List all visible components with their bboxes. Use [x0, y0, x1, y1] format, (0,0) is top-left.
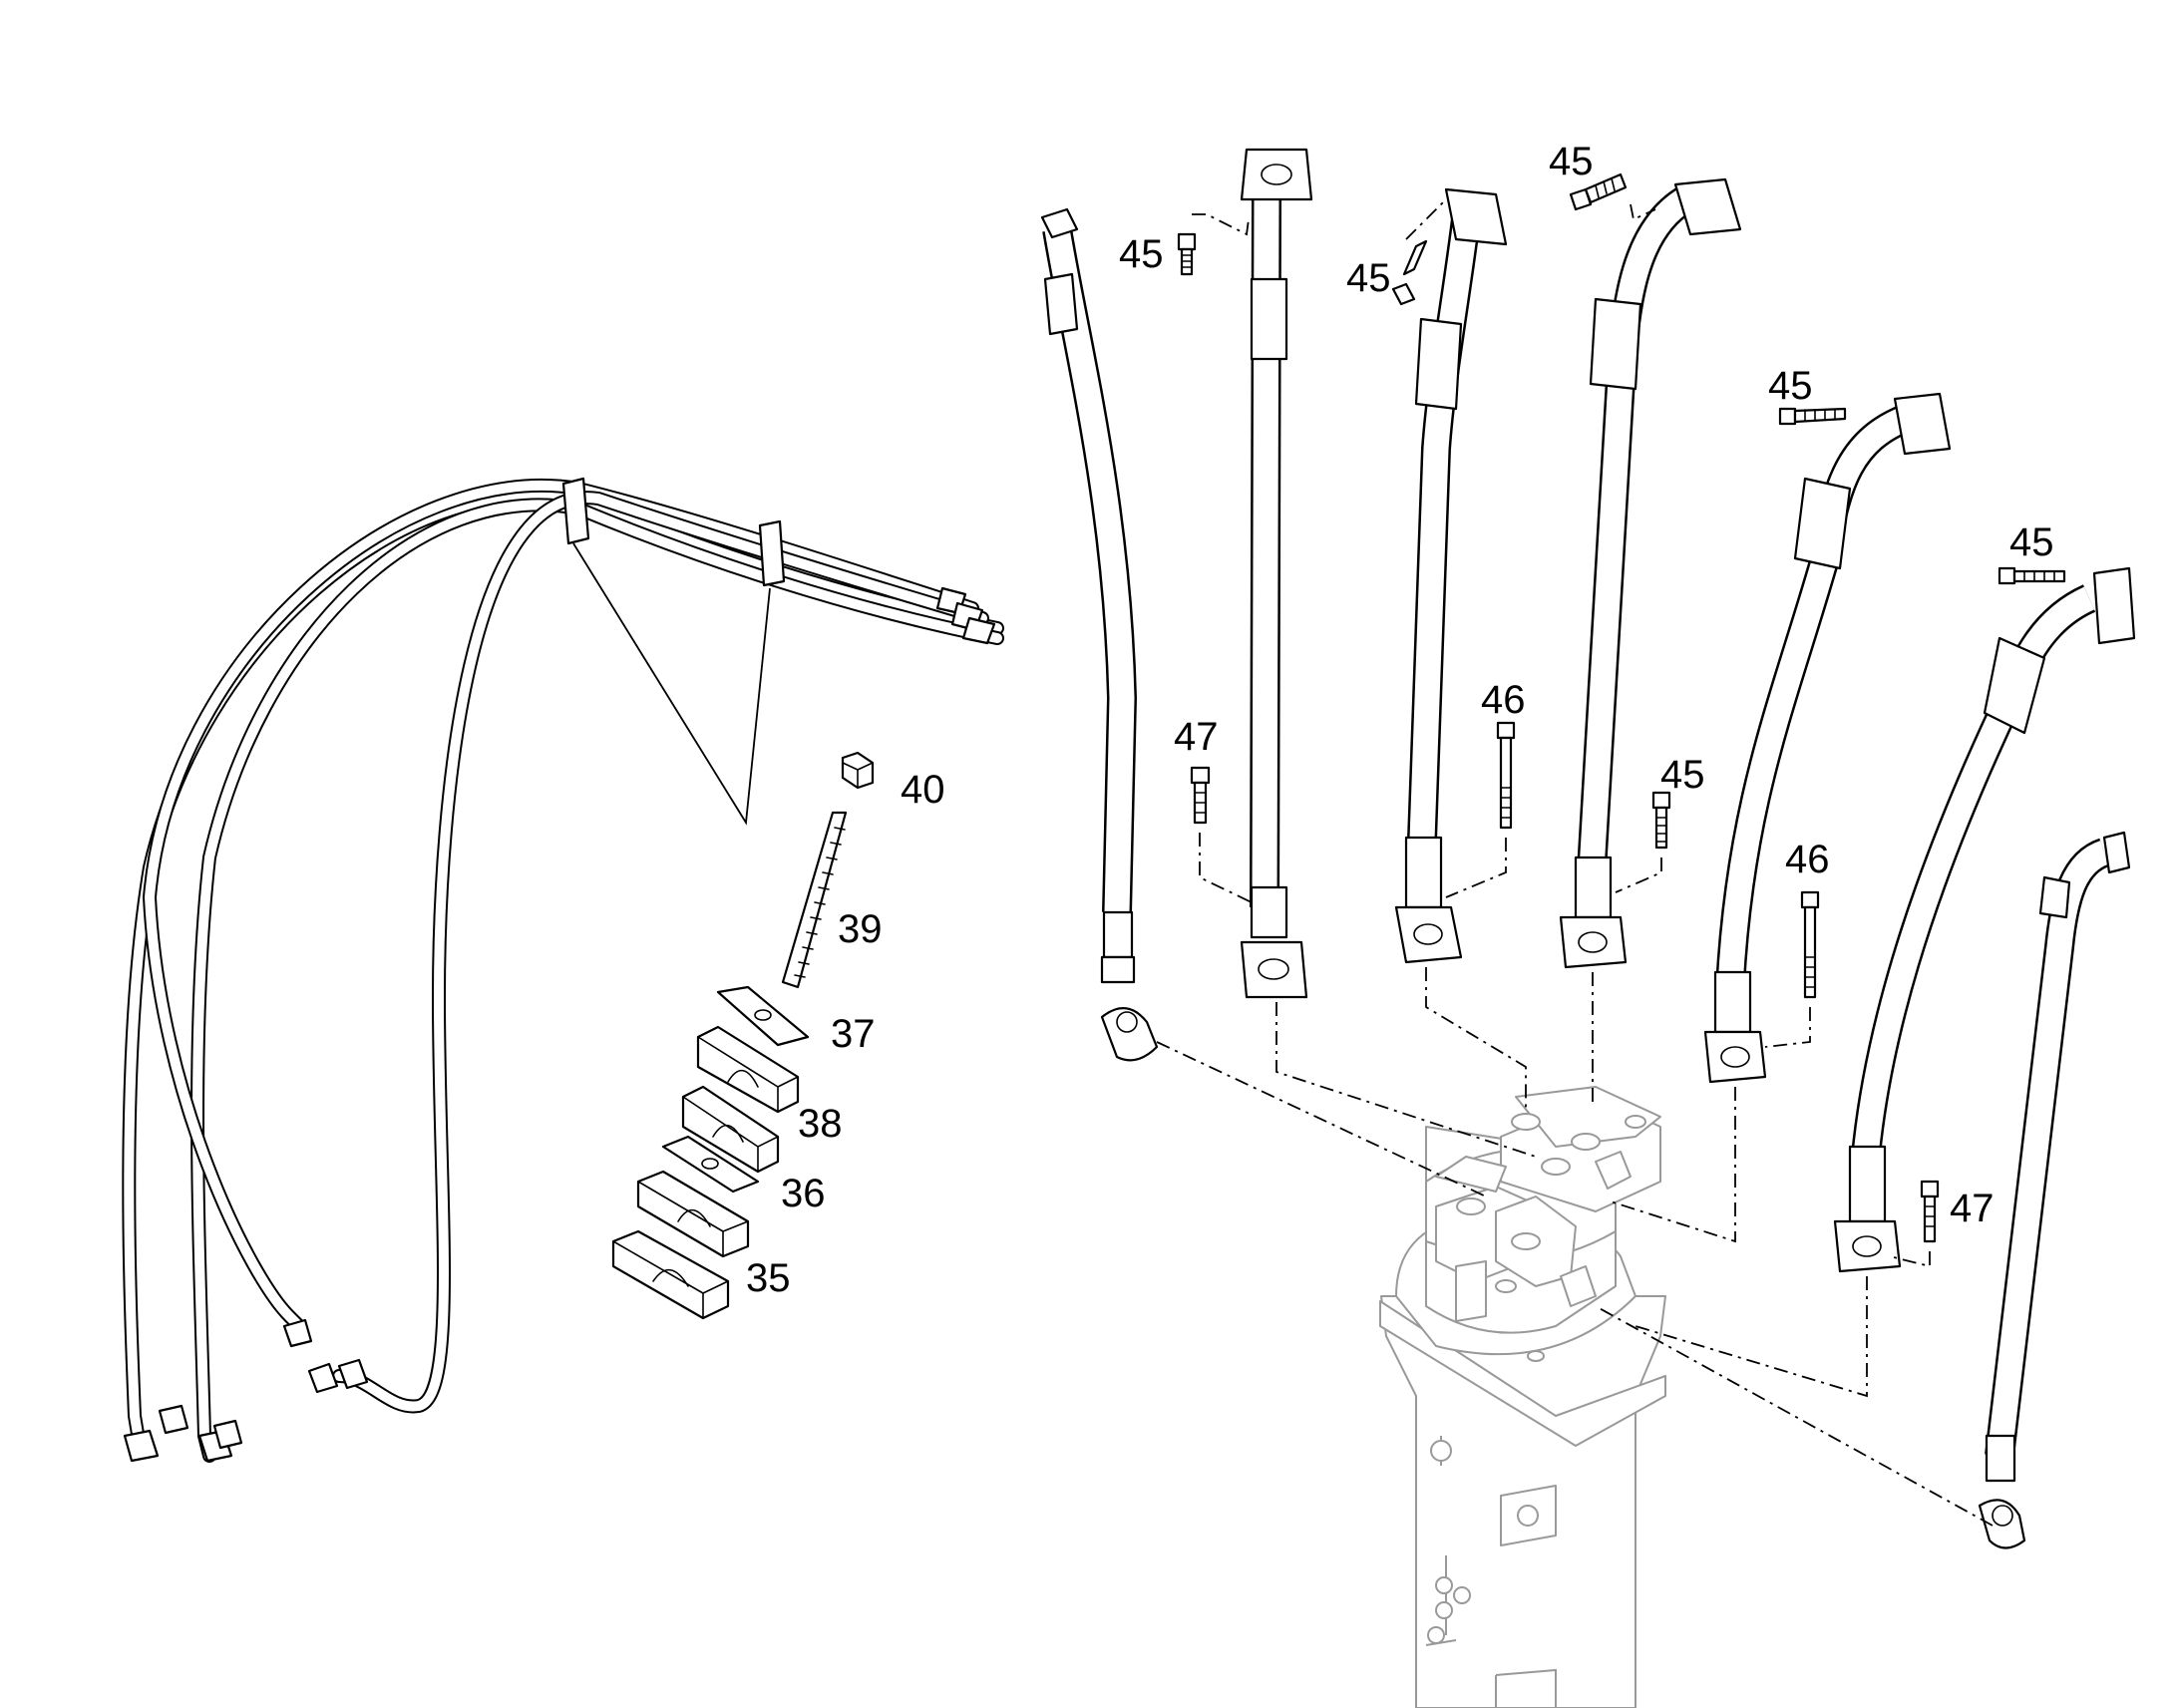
threaded-rod-part-39 [781, 811, 848, 989]
bolt-46-a [1496, 721, 1516, 830]
assembly-dashed-lines [1156, 198, 1994, 1527]
swivel-joint-housing [1379, 1086, 1666, 1708]
bolt-45-d [1778, 407, 1847, 426]
bolt-45-b [1391, 239, 1428, 306]
callout-38: 38 [798, 1102, 843, 1146]
callout-45-f: 45 [1660, 753, 1705, 797]
clamp-half-part-38 [681, 1025, 800, 1174]
callout-45-c: 45 [1549, 140, 1594, 183]
hose-5 [1703, 392, 1952, 1084]
clamp-half-part-35 [611, 1229, 730, 1320]
hose-6 [1833, 566, 2136, 1273]
clamp-leader-lines [572, 542, 771, 826]
callout-45-e: 45 [2009, 520, 2054, 564]
clamp-half-part-36 [636, 1170, 750, 1258]
callout-46-a: 46 [1481, 678, 1526, 722]
bolt-45-c [1569, 172, 1628, 211]
hose-3 [1394, 187, 1508, 964]
bolt-46-b [1800, 890, 1820, 999]
hose-bundle-long [122, 477, 1004, 1463]
callout-40: 40 [901, 768, 945, 812]
callout-39: 39 [838, 907, 883, 951]
hose-4 [1559, 177, 1742, 969]
callout-45-d: 45 [1768, 364, 1813, 408]
clamp-nut-part-40 [841, 751, 875, 790]
bolt-47-b [1920, 1180, 1940, 1243]
hose-1 [1040, 207, 1159, 1062]
bolt-45-e [1998, 566, 2066, 585]
hose-7 [1978, 831, 2131, 1549]
callout-46-b: 46 [1785, 838, 1830, 881]
callout-45-b: 45 [1346, 256, 1391, 300]
callout-45-a: 45 [1119, 232, 1164, 276]
hose-2 [1240, 148, 1313, 999]
callout-labels: 35 36 37 38 39 40 45 45 45 45 45 45 46 4… [746, 140, 2054, 1300]
callout-37: 37 [831, 1012, 876, 1056]
bolt-47-a [1190, 766, 1211, 825]
bolt-45-a [1177, 232, 1197, 276]
callout-35: 35 [746, 1256, 791, 1300]
callout-47-a: 47 [1174, 715, 1219, 759]
callout-36: 36 [781, 1172, 826, 1215]
bolt-45-f [1651, 791, 1671, 850]
clamp-plate-part-36-upper [661, 1135, 760, 1194]
callout-47-b: 47 [1950, 1187, 1995, 1230]
clamp-plate-part-37 [716, 985, 810, 1047]
